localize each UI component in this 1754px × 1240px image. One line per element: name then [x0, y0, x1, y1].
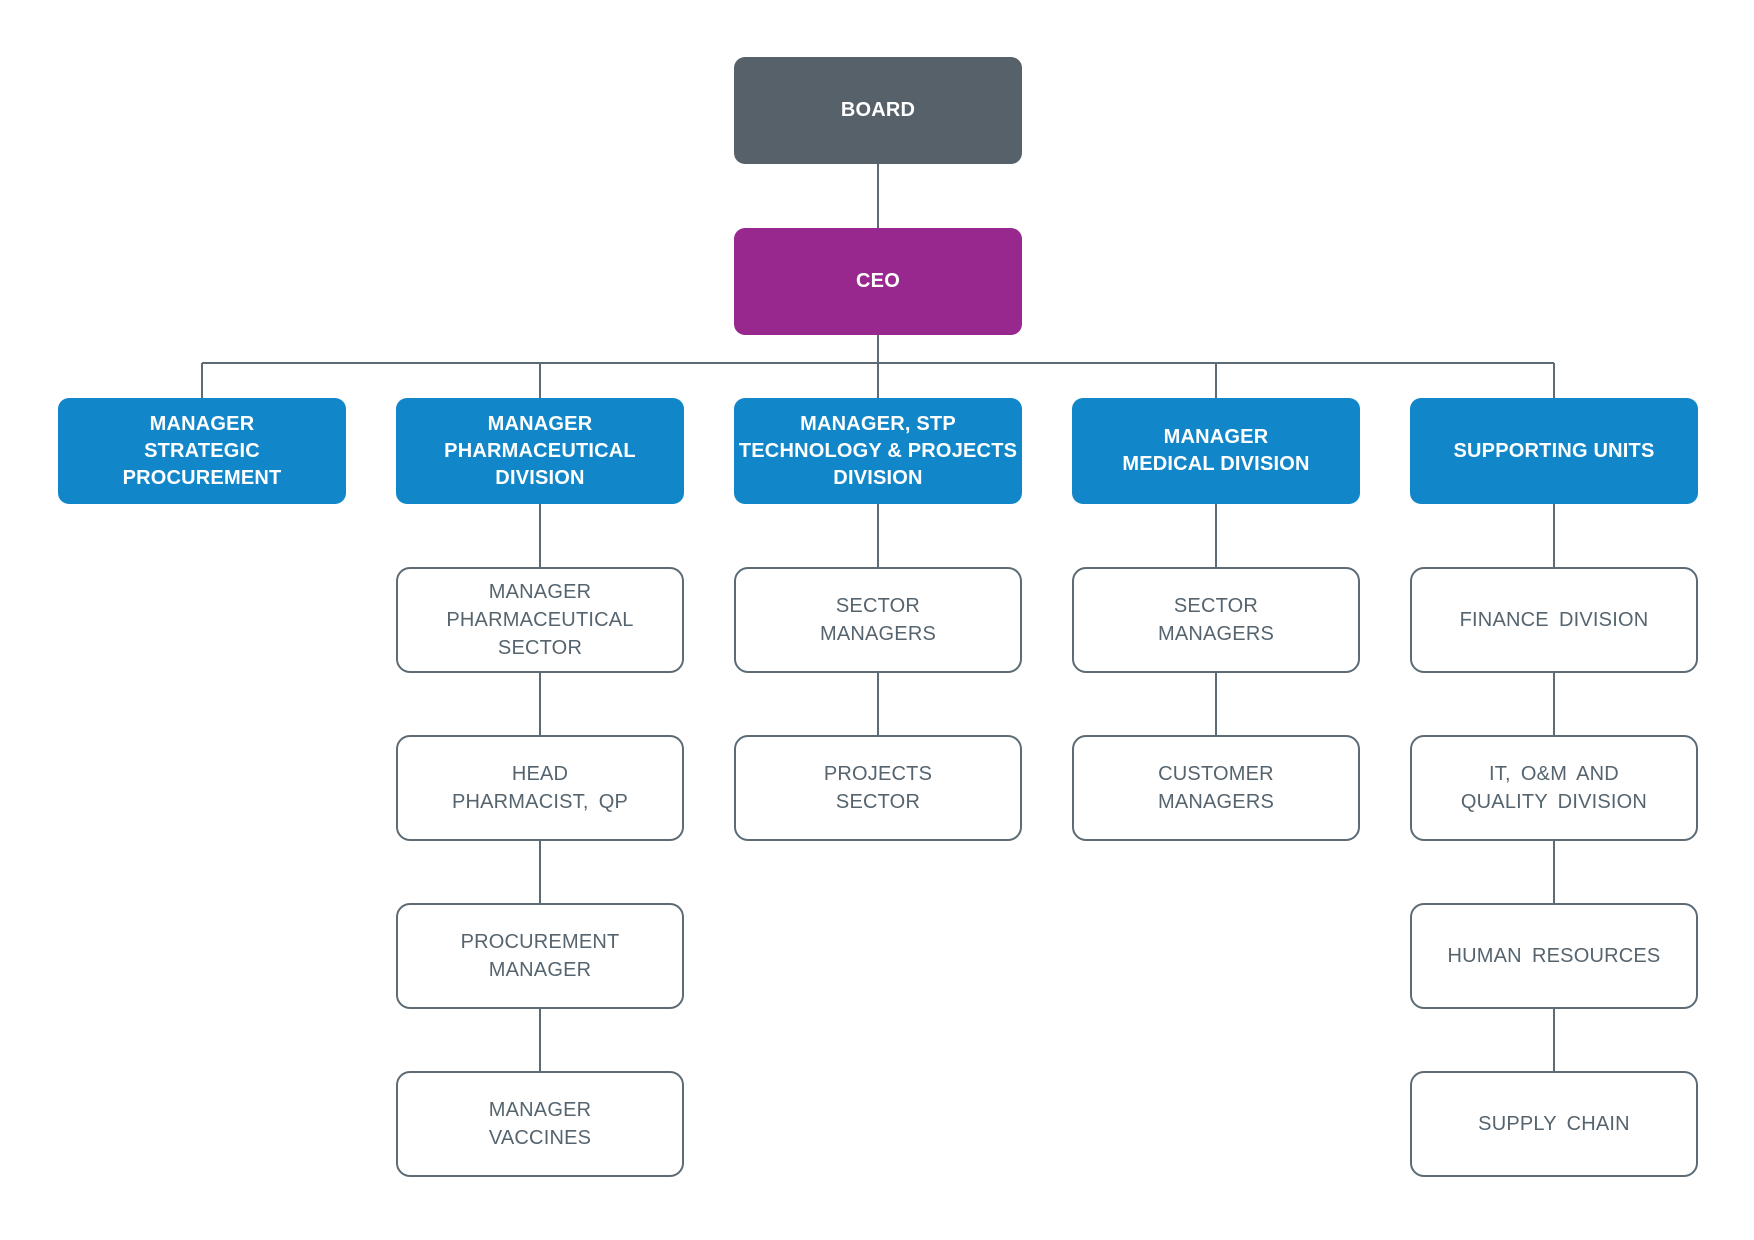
- node-medical-sector-managers: SECTOR MANAGERS: [1072, 567, 1360, 673]
- node-stp-sector-managers: SECTOR MANAGERS: [734, 567, 1022, 673]
- node-board: BOARD: [734, 57, 1022, 164]
- node-division-pharmaceutical: MANAGER PHARMACEUTICAL DIVISION: [396, 398, 684, 504]
- node-ceo: CEO: [734, 228, 1022, 335]
- connector-path: [201, 164, 1555, 1071]
- node-division-medical: MANAGER MEDICAL DIVISION: [1072, 398, 1360, 504]
- node-manager-vaccines: MANAGER VACCINES: [396, 1071, 684, 1177]
- node-division-supporting-units: SUPPORTING UNITS: [1410, 398, 1698, 504]
- node-supply-chain: SUPPLY CHAIN: [1410, 1071, 1698, 1177]
- node-customer-managers: CUSTOMER MANAGERS: [1072, 735, 1360, 841]
- node-pharmaceutical-sector: MANAGER PHARMACEUTICAL SECTOR: [396, 567, 684, 673]
- node-division-strategic-procurement: MANAGER STRATEGIC PROCUREMENT: [58, 398, 346, 504]
- node-procurement-manager: PROCUREMENT MANAGER: [396, 903, 684, 1009]
- node-division-stp-technology-projects: MANAGER, STP TECHNOLOGY & PROJECTS DIVIS…: [734, 398, 1022, 504]
- node-it-om-quality-division: IT, O&M AND QUALITY DIVISION: [1410, 735, 1698, 841]
- node-finance-division: FINANCE DIVISION: [1410, 567, 1698, 673]
- node-projects-sector: PROJECTS SECTOR: [734, 735, 1022, 841]
- node-human-resources: HUMAN RESOURCES: [1410, 903, 1698, 1009]
- node-head-pharmacist-qp: HEAD PHARMACIST, QP: [396, 735, 684, 841]
